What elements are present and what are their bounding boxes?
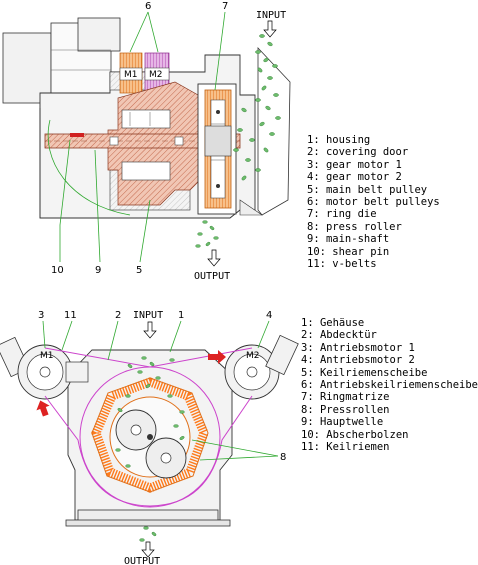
top-input-arrow [263,20,277,38]
legend-item: 7: ring die [307,208,377,221]
callout-4: 4 [266,310,272,321]
front-motor-2: M2 [224,334,299,400]
legend-item: 7: Ringmatrize [301,391,390,404]
legend-item: 3: gear motor 1 [307,158,402,171]
legend-item: 10: shear pin [307,245,390,258]
legend-item: 4: Antriebsmotor 2 [301,354,415,367]
rotation-arrow-right [208,350,226,364]
front-motor-1: M1 [0,336,89,400]
german-legend: 1: Gehäuse 2: Abdecktür 3: Antriebsmotor… [301,317,478,453]
legend-item: 11: Keilriemen [301,441,390,454]
legend-item: 8: Pressrollen [301,403,390,416]
bottom-input-arrow [143,321,157,339]
main-shaft [44,133,241,149]
pellets-output [195,220,219,248]
callout-11: 11 [64,310,77,321]
callout-7: 7 [222,1,228,12]
callout-8: 8 [280,452,286,463]
legend-item: 2: covering door [307,146,409,159]
front-m2-label: M2 [246,351,260,361]
legend-item: 3: Antriebsmotor 1 [301,341,415,354]
motor-1-label: M1 [124,70,138,80]
bottom-output-label: OUTPUT [124,556,160,565]
legend-item: 10: Abscherbolzen [301,428,409,441]
legend-item: 6: motor belt pulleys [307,196,440,209]
top-leader-lines [47,11,226,263]
front-m1-label: M1 [40,351,54,361]
legend-item: 4: gear motor 2 [307,171,402,184]
callout-10: 10 [51,265,64,276]
callout-3: 3 [38,310,44,321]
callout-9: 9 [95,265,101,276]
motor-2-label: M2 [149,70,163,80]
english-legend: 1: housing 2: covering door 3: gear moto… [307,134,440,270]
legend-item: 11: v-belts [307,258,377,271]
legend-item: 5: Keilriemenscheibe [301,366,428,379]
top-output-arrow [207,249,221,267]
feed-chute [239,46,291,216]
side-section-view: M1 M2 [2,1,291,282]
legend-item: 6: Antriebskeilriemenscheibe [301,379,478,392]
top-input-label: INPUT [256,10,286,21]
legend-item: 1: Gehäuse [301,317,365,329]
legend-item: 8: press roller [307,220,402,233]
bottom-leader-lines [42,320,279,461]
ring-die [197,83,237,215]
pellets-input [233,34,281,181]
callout-5: 5 [136,265,142,276]
bottom-input-label: INPUT [133,310,163,321]
callout-1: 1 [178,310,184,321]
gear-motor-body [2,17,121,104]
legend-item: 9: main-shaft [307,233,390,246]
front-pellets [115,356,185,542]
legend-item: 1: housing [307,134,371,146]
legend-item: 5: main belt pulley [307,183,428,196]
pellet-mill-diagram: M1 M2 [0,1,299,565]
callout-2: 2 [115,310,121,321]
top-output-label: OUTPUT [194,271,230,282]
legend-item: 2: Abdecktür [301,329,377,342]
callout-6: 6 [145,1,151,12]
legend-item: 9: Hauptwelle [301,416,384,429]
rotation-arrow-left [36,400,50,417]
front-view: M1 M2 [0,310,299,565]
bottom-output-arrow [141,541,155,558]
press-rollers [115,409,187,479]
